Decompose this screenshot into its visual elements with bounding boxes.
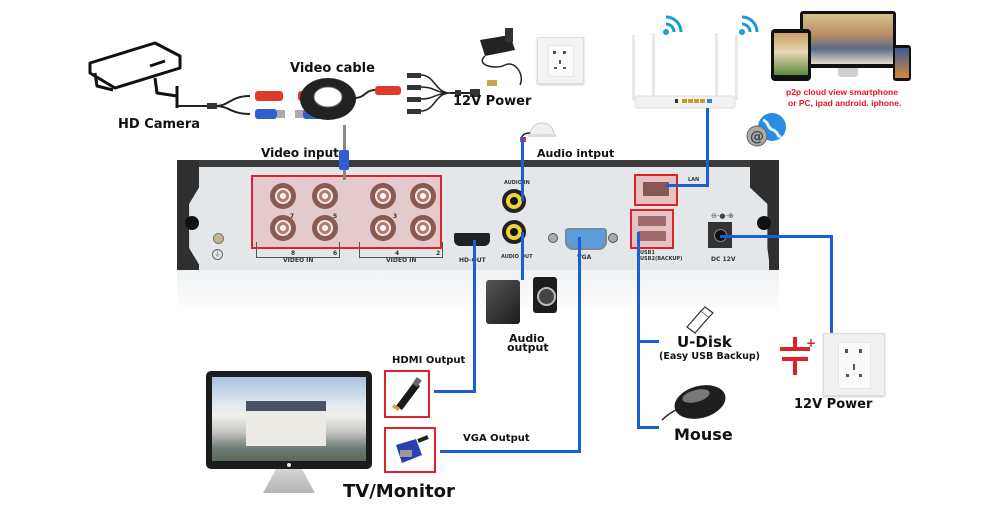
dvr-reflection — [177, 270, 779, 315]
u-disk-label: U-Disk — [677, 333, 732, 351]
audio-output-label-line2: output — [507, 341, 549, 354]
bnc-video-in-connector[interactable] — [410, 215, 436, 241]
bnc-video-in-connector[interactable] — [410, 183, 436, 209]
hd-camera-icon — [88, 41, 182, 108]
audio-output-label-line1: Audio — [509, 332, 545, 345]
bnc-video-in-connector[interactable] — [312, 183, 338, 209]
wire-dc-v — [830, 235, 833, 333]
svg-text:+: + — [806, 336, 816, 350]
bnc-video-in-connector[interactable] — [370, 215, 396, 241]
video-input-label: Video input — [261, 146, 339, 160]
vga-output-label: VGA Output — [463, 433, 530, 444]
vga-screw-left — [548, 233, 558, 243]
bnc-video-in-connector[interactable] — [312, 215, 338, 241]
video-in-frame-2 — [359, 242, 443, 258]
mouse-icon — [661, 385, 726, 421]
pc-monitor-icon — [800, 11, 896, 68]
video-in-frame-1 — [256, 242, 340, 258]
wall-socket-top-icon — [537, 37, 584, 84]
router-icon — [632, 33, 738, 109]
audio-in-port-label: AUDIO IN — [504, 180, 530, 186]
internet-globe-icon: @ — [746, 113, 786, 147]
vga-cable-box — [384, 427, 436, 473]
channel-number-7: 7 — [290, 213, 295, 220]
bnc-video-in-connector[interactable] — [270, 215, 296, 241]
tv-monitor-label: TV/Monitor — [343, 481, 455, 502]
svg-text:@: @ — [750, 129, 764, 145]
lan-port[interactable] — [634, 174, 678, 206]
usb-disk-icon — [686, 306, 714, 334]
wire-hdmi-v — [473, 240, 476, 392]
speaker-left-icon — [486, 280, 520, 324]
bnc-video-in-connector[interactable] — [370, 183, 396, 209]
vga-plug-icon — [396, 435, 429, 463]
dc-polarity-icon: + — [780, 336, 816, 375]
video-in-label-2: VIDEO IN — [386, 257, 417, 264]
smartphone-icon — [893, 45, 911, 81]
power-top-label: 12V Power — [453, 94, 532, 109]
wire-audio-input — [521, 137, 524, 201]
tablet-icon — [771, 29, 811, 81]
vga-port[interactable] — [565, 228, 607, 250]
dc-12v-label: DC 12V — [711, 256, 736, 263]
u-disk-sub-label: (Easy USB Backup) — [659, 351, 761, 362]
mouse-label: Mouse — [674, 425, 733, 444]
wire-hdmi-h — [434, 390, 476, 393]
audio-in-port[interactable] — [502, 189, 526, 213]
wire-vga-v — [578, 237, 581, 452]
wire-usb-v — [637, 232, 640, 428]
dc-symbol-icon: ⊖-●-⊕ — [711, 212, 734, 220]
p2p-text-line2: or PC, ipad android. iphone. — [788, 98, 902, 108]
audio-out-port-label: AUDIO OUT — [501, 254, 533, 260]
channel-number-8: 8 — [291, 250, 296, 257]
ground-symbol-icon: ⏚ — [212, 249, 223, 260]
wire-lan-h — [666, 184, 709, 187]
wire-dc-h — [720, 235, 832, 238]
wifi-icon — [739, 15, 759, 35]
usb2-label: USB2(BACKUP) — [640, 256, 683, 262]
channel-number-4: 4 — [395, 250, 400, 257]
channel-number-2: 2 — [436, 250, 441, 257]
speaker-right-icon — [533, 277, 557, 313]
ground-screw-icon — [213, 233, 224, 244]
power-splitter-icon — [354, 73, 480, 114]
p2p-text-line1: p2p cloud view smartphone — [786, 87, 898, 97]
power-bottom-label: 12V Power — [794, 397, 873, 412]
power-adapter-icon — [480, 28, 522, 86]
pc-monitor-stand — [838, 68, 858, 77]
hdmi-cable-box — [384, 370, 430, 418]
wire-audio-out — [521, 232, 524, 280]
vga-port-label: VGA — [577, 254, 592, 261]
usb1-label: USB1 — [640, 250, 655, 256]
hd-camera-label: HD Camera — [118, 117, 201, 132]
channel-number-5: 5 — [333, 213, 338, 220]
wire-udisk-h — [637, 340, 659, 343]
audio-input-label: Audio intput — [537, 147, 615, 160]
tv-monitor-icon — [206, 371, 372, 469]
hd-out-label: HD-OUT — [459, 257, 486, 264]
bnc-video-in-connector[interactable] — [270, 183, 296, 209]
lan-label: LAN — [688, 177, 700, 183]
hdmi-port[interactable] — [454, 233, 490, 246]
hdmi-plug-icon — [392, 377, 422, 411]
channel-number-6: 6 — [333, 250, 338, 257]
wire-vga-h — [440, 450, 581, 453]
wire-mouse-h — [637, 426, 659, 429]
hdmi-output-label: HDMI Output — [392, 355, 466, 366]
bnc-plug-icon — [339, 150, 349, 170]
video-cable-label: Video cable — [290, 61, 375, 76]
tv-stand — [263, 469, 315, 493]
wifi-icon — [663, 15, 683, 35]
channel-number-3: 3 — [393, 213, 398, 220]
video-cable-reel-icon — [300, 78, 356, 120]
microphone-icon — [520, 122, 556, 142]
wall-socket-bottom-icon — [823, 333, 885, 396]
usb-ports[interactable] — [630, 209, 674, 249]
wire-lan — [706, 108, 709, 186]
video-in-label-1: VIDEO IN — [283, 257, 314, 264]
vga-screw-right — [608, 233, 618, 243]
